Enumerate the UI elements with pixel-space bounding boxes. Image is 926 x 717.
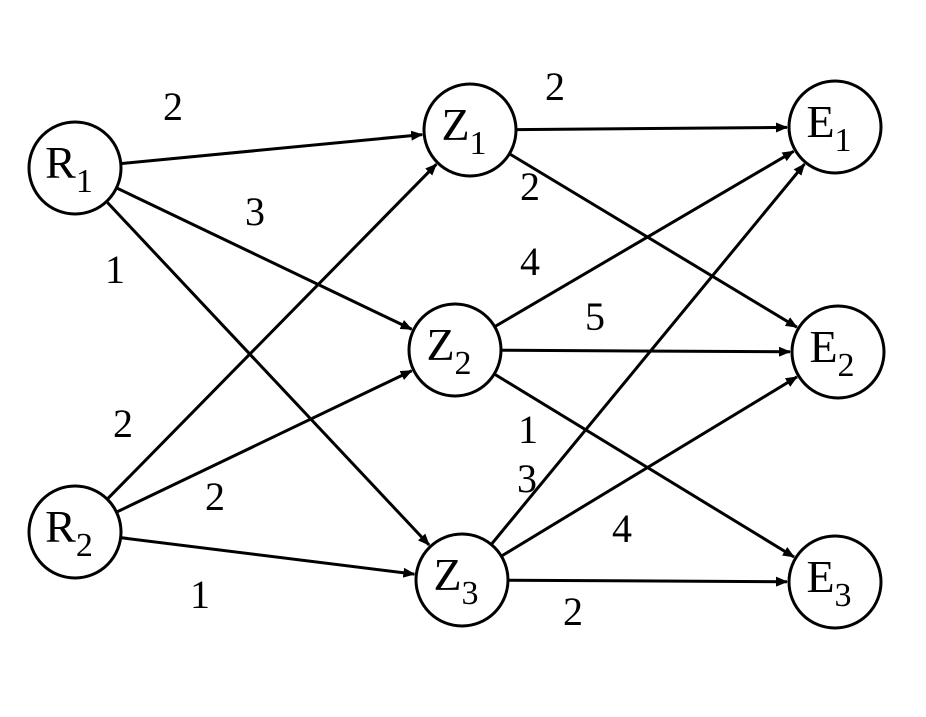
edge-weight-z1-e2: 2	[520, 164, 540, 209]
node-label: E3	[806, 551, 851, 614]
edge-weight-z3-e3: 2	[563, 589, 583, 634]
edge-weight-z2-e3: 1	[518, 407, 538, 452]
edge-weight-r1-z2: 3	[245, 189, 265, 234]
node-z3: Z3	[414, 532, 510, 628]
node-e1: E1	[787, 79, 883, 175]
edges-layer	[105, 122, 806, 587]
edge-z2-e2	[500, 346, 792, 357]
edge-z2-e1	[493, 150, 795, 329]
node-circle	[787, 534, 883, 630]
edge-weight-r2-z2: 2	[205, 474, 225, 519]
node-label: Z1	[441, 99, 486, 162]
node-label: E1	[806, 96, 851, 159]
edge-weight-z2-e1: 4	[520, 239, 540, 284]
node-z2: Z2	[407, 302, 503, 398]
edge-r1-z2	[115, 186, 413, 331]
node-circle	[422, 82, 518, 178]
edge-weight-z3-e2: 4	[612, 506, 632, 551]
node-label: Z2	[426, 319, 471, 382]
edge-r1-z3	[105, 200, 431, 547]
node-label: E2	[809, 321, 854, 384]
node-circle	[27, 120, 123, 216]
node-r1: R1	[27, 120, 123, 216]
edge-z1-e1	[515, 122, 789, 133]
node-z1: Z1	[422, 82, 518, 178]
node-label: Z3	[433, 549, 478, 612]
node-circle	[27, 484, 123, 580]
edge-r1-z1	[120, 130, 424, 166]
edge-r2-z1	[106, 163, 438, 501]
edge-weight-z3-e1: 3	[517, 456, 537, 501]
node-label: R2	[45, 501, 93, 564]
edge-z3-e2	[500, 375, 798, 558]
node-circle	[407, 302, 503, 398]
edge-weight-z1-e1: 2	[545, 64, 565, 109]
node-circle	[414, 532, 510, 628]
edge-r2-z2	[115, 369, 413, 514]
node-label: R1	[45, 137, 93, 200]
edge-z1-e2	[508, 152, 798, 329]
edge-z2-e3	[493, 372, 795, 559]
node-circle	[790, 304, 886, 400]
edge-r2-z3	[120, 536, 416, 578]
node-e2: E2	[790, 304, 886, 400]
edge-weight-r1-z3: 1	[105, 247, 125, 292]
node-e3: E3	[787, 534, 883, 630]
edge-weight-r1-z1: 2	[163, 84, 183, 129]
edge-z3-e1	[490, 163, 806, 546]
edge-weight-z2-e2: 5	[585, 294, 605, 339]
edge-z3-e3	[507, 576, 789, 587]
node-circle	[787, 79, 883, 175]
node-r2: R2	[27, 484, 123, 580]
edge-weight-r2-z3: 1	[190, 572, 210, 617]
edge-weight-r2-z1: 2	[113, 401, 133, 446]
